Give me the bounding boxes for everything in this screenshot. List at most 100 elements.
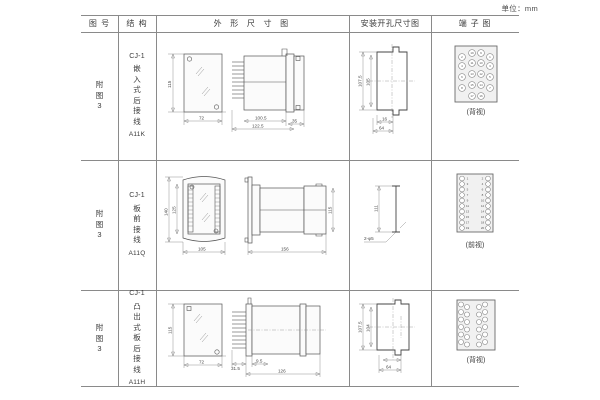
- dim-label: 126: [278, 369, 286, 374]
- terminal-number: 19: [470, 51, 474, 55]
- hole-note: 2-φ5: [364, 236, 374, 241]
- cell-structure: CJ-1 板 前 接 线 A11Q: [118, 160, 156, 290]
- structure-text: CJ-1 凸 出 式 板 后 接 线 A11H: [118, 290, 156, 388]
- terminal-number: 15: [470, 83, 474, 87]
- terminal-view-label: (背视): [467, 355, 486, 364]
- drawing-number-text: 附 图 3: [81, 290, 118, 388]
- struct-char: 线: [133, 364, 141, 374]
- terminal-number: 20: [481, 226, 485, 230]
- struct-char: 后: [133, 95, 141, 105]
- struct-char: 入: [133, 74, 141, 84]
- dim-label: 140: [164, 208, 169, 216]
- spec-table: 图 号 结 构 外 形 尺 寸 图 安装开孔尺寸图 端 子 图 附 图 3 CJ…: [81, 15, 519, 387]
- outline-drawing-r2: 140 125 105: [164, 176, 335, 255]
- drawing-number-text: 附 图 3: [81, 160, 118, 290]
- terminal-number: 9: [480, 51, 482, 55]
- struct-char: 接: [133, 224, 141, 234]
- table-row: 附 图 3 CJ-1 凸 出 式 板 后 接 线 A11H: [81, 290, 519, 388]
- dim-label: 104: [366, 324, 371, 332]
- cell-outline-drawing: 115 72: [156, 32, 349, 160]
- terminal-view-label: (前视): [466, 240, 485, 249]
- id-char: 3: [97, 101, 102, 111]
- cell-structure: CJ-1 嵌 入 式 后 接 线 A11K: [118, 32, 156, 160]
- dim-label: 100.5: [255, 116, 267, 121]
- terminal-diagram-r1: 2 19 9 1 4 11 10 3 6 13 12 5 8 15: [454, 45, 498, 116]
- cell-mounting-drawing: 107.5 104 64: [349, 290, 431, 388]
- id-char: 附: [95, 209, 104, 219]
- struct-char: 嵌: [133, 64, 141, 73]
- cell-structure: CJ-1 凸 出 式 板 后 接 线 A11H: [118, 290, 156, 388]
- id-char: 3: [97, 344, 102, 354]
- cell-drawing-number: 附 图 3: [81, 290, 118, 388]
- terminal-number: 1: [467, 176, 469, 180]
- id-char: 附: [95, 323, 104, 333]
- header-cell-mounting: 安装开孔尺寸图: [360, 19, 420, 28]
- row-divider-2: [81, 290, 519, 291]
- struct-char: 线: [133, 116, 141, 126]
- cell-terminal-diagram: (背视): [431, 290, 519, 388]
- dim-label: 107.5: [358, 75, 363, 87]
- terminal-number: 1: [489, 55, 491, 59]
- terminal-view-label: (背视): [467, 107, 486, 116]
- terminal-number: 18: [481, 220, 485, 224]
- column-divider-4: [431, 16, 432, 386]
- dim-label: 72: [199, 360, 205, 365]
- structure-code: A11Q: [128, 249, 146, 257]
- dim-label: 111: [374, 205, 379, 212]
- terminal-number: 17: [470, 94, 474, 98]
- terminal-diagram-r2: 1 3 5 7 9 11 13 15 17 19 2 4 6 8: [456, 173, 494, 249]
- dim-label: 107.5: [358, 321, 363, 333]
- terminal-number: 13: [470, 72, 474, 76]
- id-char: 附: [95, 80, 104, 90]
- terminal-number: 14: [479, 83, 483, 87]
- terminal-number: 6: [482, 187, 484, 191]
- table-row: 附 图 3 CJ-1 板 前 接 线 A11Q: [81, 160, 519, 290]
- mounting-drawing-r2: 111 2-φ5: [364, 185, 407, 243]
- dim-label: 64: [386, 365, 392, 370]
- column-divider-2: [156, 16, 157, 386]
- terminal-diagram-r3: (背视): [456, 299, 496, 364]
- id-char: 3: [97, 230, 102, 240]
- terminal-number: 9: [467, 198, 469, 202]
- dim-label: 31.5: [231, 366, 240, 371]
- terminal-number: 5: [489, 75, 491, 79]
- column-divider-1: [118, 16, 119, 386]
- terminal-number: 15: [466, 215, 470, 219]
- outline-drawing-r3: 115 72: [168, 297, 326, 377]
- terminal-number: 13: [466, 209, 470, 213]
- terminal-number: 6: [461, 75, 463, 79]
- terminal-number: 12: [479, 72, 483, 76]
- cell-mounting-drawing: 111 2-φ5: [349, 160, 431, 290]
- cell-drawing-number: 附 图 3: [81, 160, 118, 290]
- terminal-number: 16: [479, 94, 483, 98]
- structure-code: A11H: [128, 379, 146, 387]
- model-code: CJ-1: [129, 192, 145, 199]
- id-char: 图: [95, 90, 104, 100]
- table-row: 附 图 3 CJ-1 嵌 入 式 后 接 线 A11K: [81, 32, 519, 160]
- id-char: 图: [95, 333, 104, 343]
- terminal-number: 7: [467, 193, 469, 197]
- struct-char: 板: [133, 333, 141, 343]
- outline-drawing-r1: 115 72: [167, 48, 305, 132]
- cell-drawing-number: 附 图 3: [81, 32, 118, 160]
- dim-label: 64: [379, 126, 385, 131]
- terminal-number: 2: [482, 176, 484, 180]
- cell-terminal-diagram: 1 3 5 7 9 11 13 15 17 19 2 4 6 8: [431, 160, 519, 290]
- terminal-number: 8: [482, 193, 484, 197]
- terminal-number: 10: [481, 198, 485, 202]
- terminal-number: 17: [466, 220, 470, 224]
- terminal-number: 4: [461, 64, 463, 68]
- structure-text: CJ-1 嵌 入 式 后 接 线 A11K: [118, 32, 156, 160]
- struct-char: 后: [133, 343, 141, 353]
- terminal-number: 2: [461, 55, 463, 59]
- struct-char: 板: [133, 203, 141, 213]
- structure-code: A11K: [128, 131, 146, 138]
- struct-char: 凸: [133, 301, 141, 311]
- cell-terminal-diagram: 2 19 9 1 4 11 10 3 6 13 12 5 8 15: [431, 32, 519, 160]
- dim-label: 115: [328, 206, 333, 214]
- header-rule: [81, 32, 519, 33]
- terminal-number: 10: [479, 61, 483, 65]
- row-divider-1: [81, 160, 519, 161]
- struct-char: 前: [133, 214, 141, 223]
- dim-label: 72: [199, 116, 205, 121]
